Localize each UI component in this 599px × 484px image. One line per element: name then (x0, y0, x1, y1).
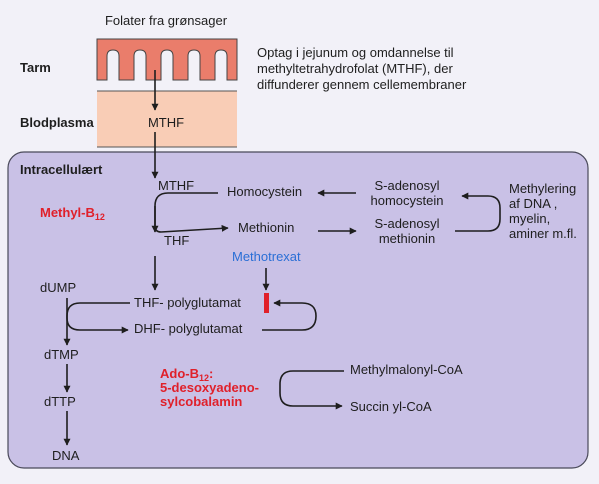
sam-label-line-1: S-adenosyl (374, 216, 439, 231)
source-label: Folater fra grønsager (105, 13, 228, 28)
blodplasma-label: Blodplasma (20, 115, 94, 130)
tarm-label: Tarm (20, 60, 51, 75)
methylmalonyl-coa-label: Methylmalonyl-CoA (350, 362, 463, 377)
intestine-villi-shape (96, 38, 238, 81)
methionin-label: Methionin (238, 220, 294, 235)
homocystein-to-methionin-arrow (160, 224, 229, 233)
intracellular-label: Intracellulært (20, 162, 103, 177)
homocystein-label: Homocystein (227, 184, 302, 199)
dttp-label: dTTP (44, 394, 76, 409)
ado-b12-label-line-1: Ado-B12: (160, 366, 213, 383)
dhf-polyglutamat-label: DHF- polyglutamat (134, 321, 243, 336)
sah-label-line-1: S-adenosyl (374, 178, 439, 193)
methyl-b12-label: Methyl-B12 (40, 205, 105, 222)
thf-polyglutamat-label: THF- polyglutamat (134, 295, 241, 310)
absorption-note-line-1: Optag i jejunum og omdannelse til (257, 45, 454, 60)
absorption-note-line-3: diffunderer gennem cellemembraner (257, 77, 467, 92)
inhibition-bar (264, 293, 269, 313)
sam-to-sah-curve-arrow (455, 192, 501, 232)
intracellular-region (7, 151, 589, 469)
methylation-note-line-3: myelin, (509, 211, 550, 226)
methylation-note-line-2: af DNA , (509, 196, 557, 211)
thf-label: THF (164, 233, 189, 248)
absorption-note-line-2: methyltetrahydrofolat (MTHF), der (257, 61, 453, 76)
mthf-plasma-label: MTHF (148, 115, 184, 130)
dump-label: dUMP (40, 280, 76, 295)
mthf-label: MTHF (158, 178, 194, 193)
dtmp-label: dTMP (44, 347, 79, 362)
dhf-to-thf-curve-arrow (262, 299, 317, 331)
methotrexat-label: Methotrexat (232, 249, 301, 264)
sah-label-line-2: homocystein (371, 193, 444, 208)
methylation-note-line-1: Methylering (509, 181, 576, 196)
dna-label: DNA (52, 448, 80, 463)
sam-label-line-2: methionin (379, 231, 435, 246)
ado-b12-label-line-2: 5-desoxyadeno- (160, 380, 259, 395)
ado-b12-label-line-3: sylcobalamin (160, 394, 242, 409)
methylation-note-line-4: aminer m.fl. (509, 226, 577, 241)
blood-plasma-band (97, 91, 237, 147)
succinyl-coa-label: Succin yl-CoA (350, 399, 432, 414)
methylmalonyl-to-succinyl-arrow (279, 370, 344, 410)
